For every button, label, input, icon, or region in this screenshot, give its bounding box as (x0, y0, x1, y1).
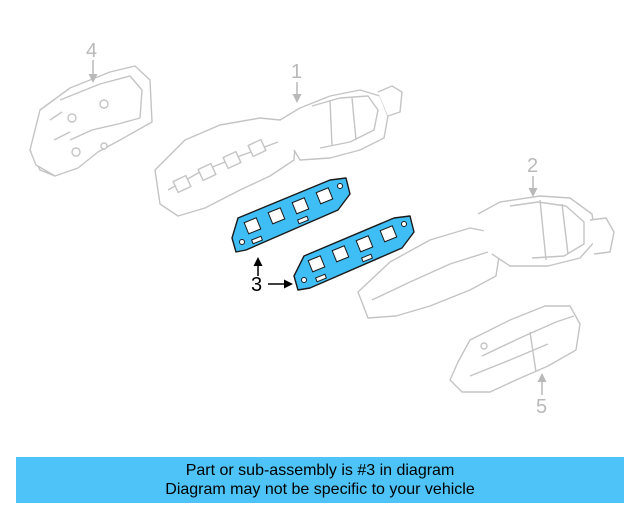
callout-2: 2 (527, 155, 538, 177)
parts-diagram: 4 1 2 5 (29, 40, 615, 418)
callout-5: 5 (536, 396, 547, 418)
heat-shield-upper (29, 65, 153, 177)
heat-shield-lower (449, 305, 581, 393)
callout-1: 1 (291, 61, 302, 83)
exhaust-manifold-2 (357, 195, 615, 319)
banner-line-1: Part or sub-assembly is #3 in diagram (185, 462, 455, 479)
callout-3: 3 (251, 274, 262, 296)
banner-line-2: Diagram may not be specific to your vehi… (165, 481, 475, 498)
exhaust-manifold-1 (154, 85, 403, 217)
gasket-lower (293, 215, 415, 291)
gasket-upper (231, 177, 351, 253)
info-banner: Part or sub-assembly is #3 in diagram Di… (16, 457, 624, 503)
callout-4: 4 (86, 40, 97, 62)
